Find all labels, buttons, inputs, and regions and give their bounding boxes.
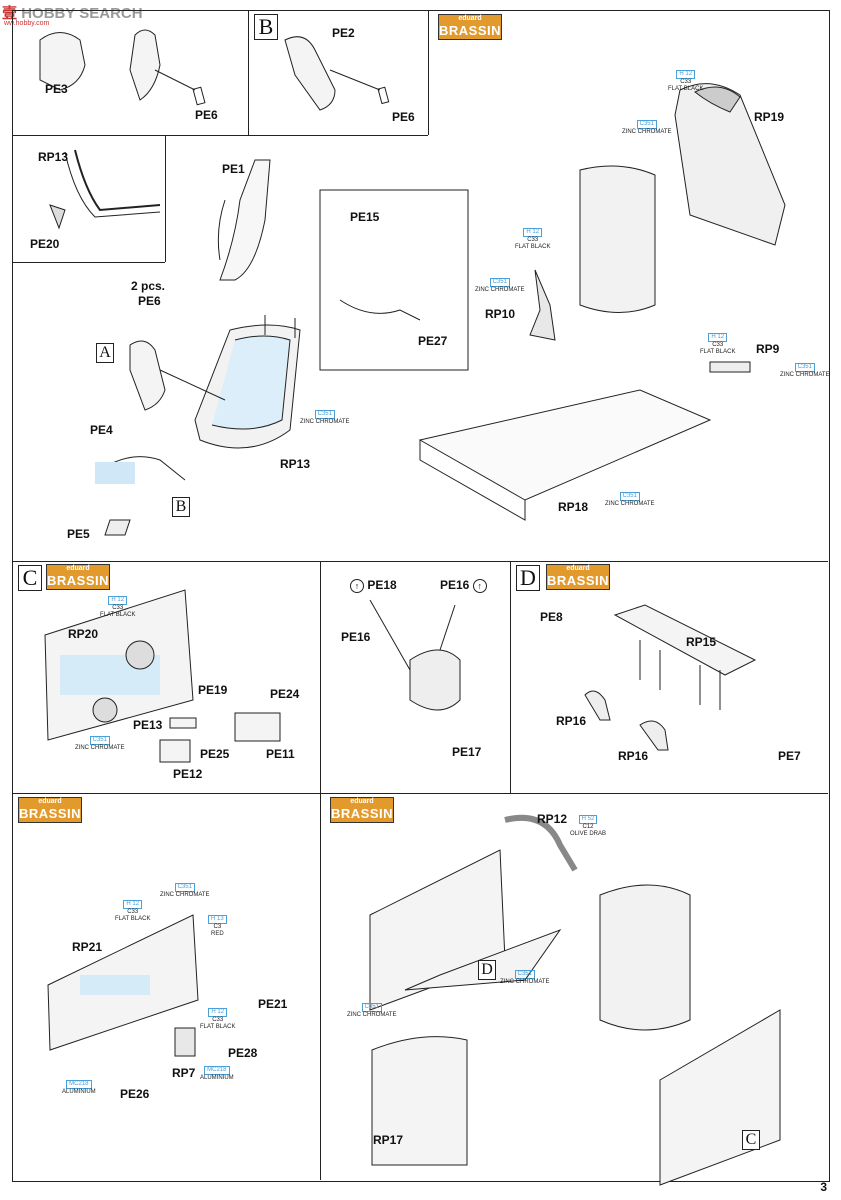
brand-in-text: IN xyxy=(67,806,82,821)
part-label: RP21 xyxy=(72,940,103,954)
divider xyxy=(12,262,165,263)
part-label: PE5 xyxy=(67,527,90,541)
divider xyxy=(320,793,321,1180)
arrow-up-icon: ↑ xyxy=(350,578,364,593)
step-c-marker: C xyxy=(742,1130,760,1150)
part-label: PE4 xyxy=(90,423,113,437)
part-label: PE25 xyxy=(200,747,230,761)
part-label: RP18 xyxy=(558,500,589,514)
step-c-marker: C xyxy=(18,565,42,591)
step-a-marker: A xyxy=(96,343,114,363)
part-label: 2 pcs. xyxy=(131,279,166,293)
step-b-marker: B xyxy=(172,497,190,517)
part-label: RP12 xyxy=(537,812,568,826)
part-label: RP9 xyxy=(756,342,780,356)
divider xyxy=(12,793,828,794)
part-label: PE15 xyxy=(350,210,380,224)
part-label: RP10 xyxy=(485,307,516,321)
step-d-marker: D xyxy=(516,565,540,591)
part-label: RP16 xyxy=(556,714,587,728)
brand-in-text: IN xyxy=(379,806,394,821)
part-label: RP17 xyxy=(373,1133,404,1147)
part-label: PE1 xyxy=(222,162,245,176)
part-label: PE6 xyxy=(392,110,415,124)
part-label: RP15 xyxy=(686,635,717,649)
part-label: PE2 xyxy=(332,26,355,40)
watermark-url: ww.hobby.com xyxy=(4,20,50,27)
part-label: PE7 xyxy=(778,749,801,763)
part-label: PE21 xyxy=(258,997,288,1011)
part-label: PE26 xyxy=(120,1087,150,1101)
part-label: PE17 xyxy=(452,745,482,759)
part-label: ↑ PE18 xyxy=(350,578,397,593)
part-label: PE12 xyxy=(173,767,203,781)
part-label: PE11 xyxy=(266,747,295,761)
part-label: PE19 xyxy=(198,683,228,697)
divider xyxy=(248,135,428,136)
part-label: PE27 xyxy=(418,334,448,348)
divider xyxy=(165,135,166,262)
part-label: PE16 xyxy=(341,630,371,644)
arrow-up-icon: ↑ xyxy=(472,578,487,593)
brand-in-text: IN xyxy=(95,573,110,588)
page-number: 3 xyxy=(820,1180,827,1194)
watermark: 壹 HOBBY SEARCH xyxy=(2,5,143,22)
page-frame xyxy=(12,10,830,1182)
part-label: RP7 xyxy=(172,1066,196,1080)
part-label: PE6 xyxy=(195,108,218,122)
divider xyxy=(510,561,511,793)
part-label: PE3 xyxy=(45,82,68,96)
step-b-marker: B xyxy=(254,14,278,40)
part-label: RP20 xyxy=(68,627,99,641)
divider xyxy=(428,10,429,135)
divider xyxy=(320,561,321,793)
step-d-marker: D xyxy=(478,960,496,980)
brand-in-text: IN xyxy=(487,23,502,38)
part-label: RP16 xyxy=(618,749,649,763)
part-label: PE28 xyxy=(228,1046,258,1060)
part-label: PE24 xyxy=(270,687,300,701)
part-label: PE20 xyxy=(30,237,60,251)
part-label: RP13 xyxy=(280,457,311,471)
part-label: RP13 xyxy=(38,150,69,164)
part-label: PE8 xyxy=(540,610,563,624)
part-label: PE6 xyxy=(138,294,161,308)
divider xyxy=(248,10,249,135)
divider xyxy=(12,135,248,136)
brand-in-text: IN xyxy=(595,573,610,588)
part-label: PE13 xyxy=(133,718,163,732)
divider xyxy=(12,561,828,562)
part-label: PE16 ↑ xyxy=(440,578,487,593)
part-label: RP19 xyxy=(754,110,785,124)
